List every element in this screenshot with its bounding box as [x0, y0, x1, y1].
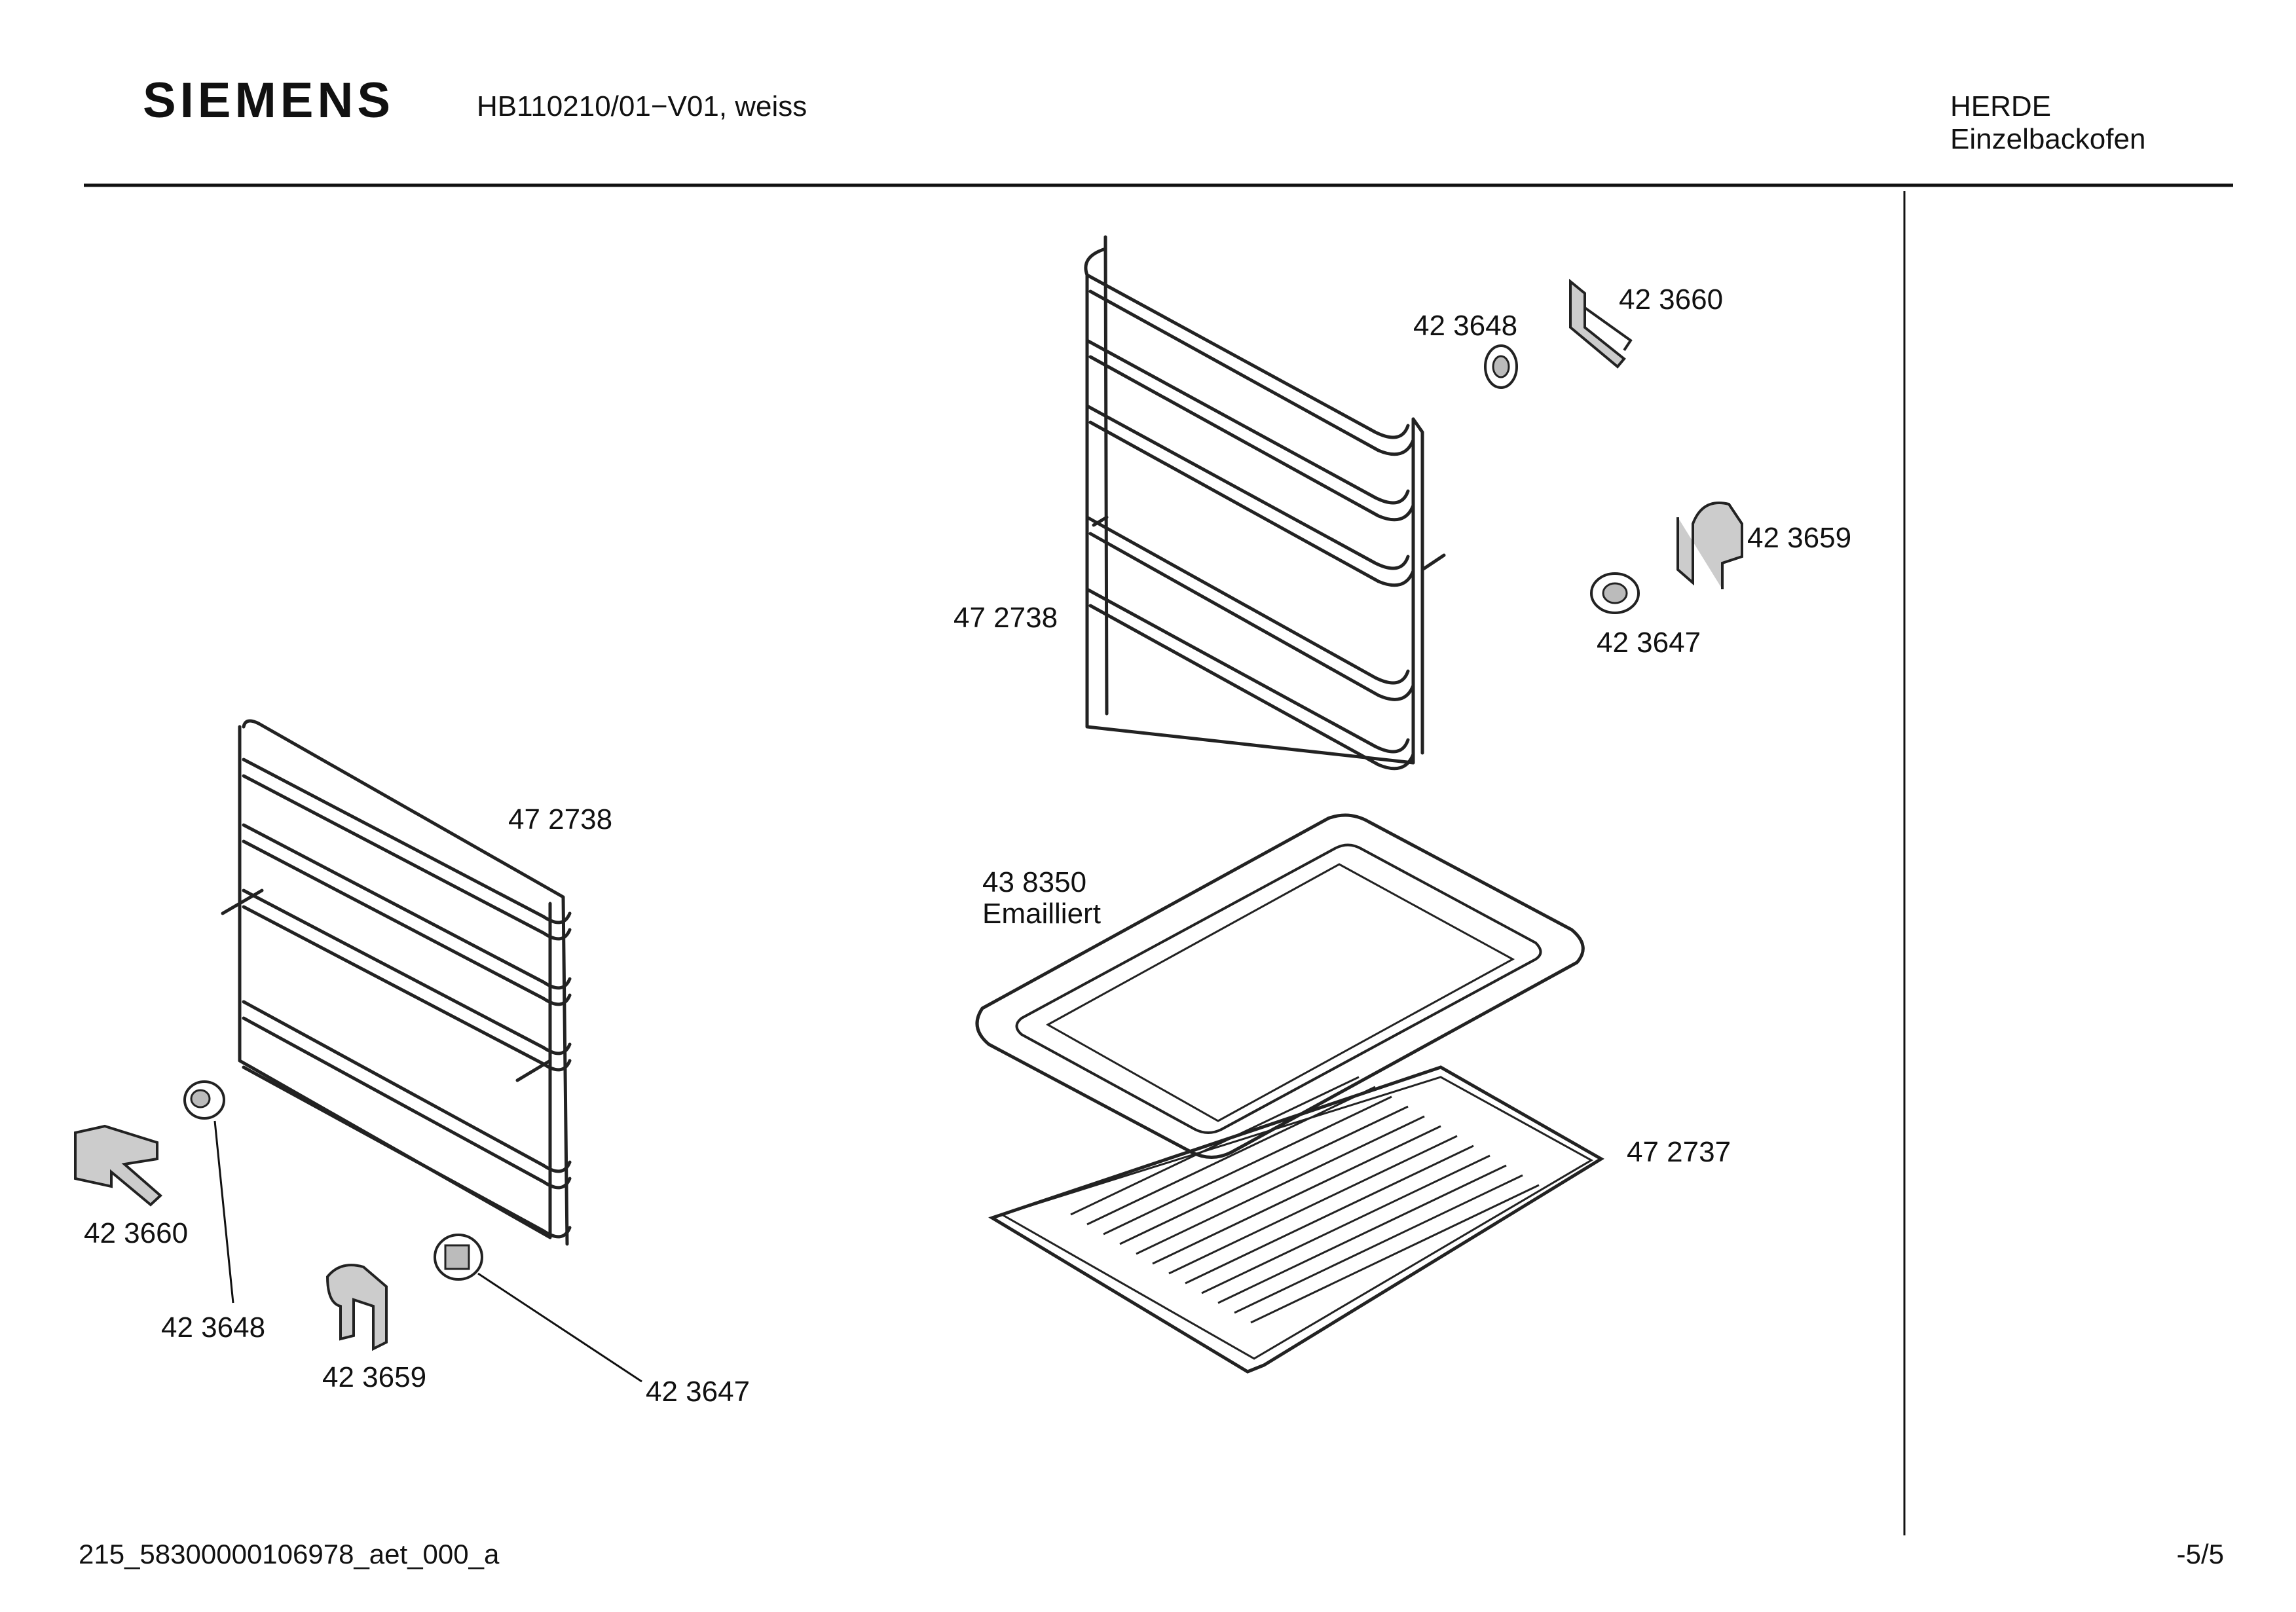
- clip-nut-right: [1590, 572, 1640, 614]
- part-label-tray-finish: Emailliert: [982, 898, 1101, 930]
- clip-small-top: [1484, 344, 1518, 389]
- page-number: -5/5: [2176, 1539, 2224, 1569]
- document-id: 215_58300000106978_aet_000_a: [79, 1539, 500, 1569]
- part-label-clip-bracket-left: 42 3660: [84, 1217, 188, 1249]
- part-label-clip-nut-left: 42 3647: [646, 1376, 750, 1408]
- part-label-clip-nut-right: 42 3647: [1597, 627, 1701, 659]
- part-label-clip-small-top: 42 3648: [1413, 310, 1517, 342]
- part-label-clip-bracket-top: 42 3660: [1619, 284, 1723, 316]
- baking-tray: [975, 813, 1585, 1159]
- clip-bracket-top: [1569, 278, 1633, 369]
- clip-small-left: [183, 1080, 225, 1120]
- leader-clip-nut-left: [477, 1272, 642, 1383]
- grid-shelf: [988, 1065, 1604, 1374]
- subcategory-label: Einzelbackofen: [1950, 123, 2146, 155]
- part-label-clip-hook-left: 42 3659: [322, 1361, 426, 1393]
- side-rack-upper: [1084, 235, 1446, 771]
- side-rack-lower: [221, 719, 572, 1246]
- part-label-clip-small-left: 42 3648: [161, 1311, 265, 1344]
- category-label: HERDE: [1950, 90, 2052, 122]
- clip-hook-right: [1676, 502, 1743, 589]
- part-label-rack-lower: 47 2738: [508, 803, 612, 835]
- clip-nut-left: [434, 1234, 483, 1281]
- part-label-clip-hook-right: 42 3659: [1747, 522, 1851, 554]
- part-label-grid-shelf: 47 2737: [1627, 1136, 1731, 1168]
- leader-clip-small-left: [213, 1120, 234, 1304]
- part-label-tray-number: 43 8350: [982, 866, 1086, 898]
- clip-bracket-left: [74, 1124, 162, 1207]
- brand-logo: SIEMENS: [143, 73, 395, 128]
- part-label-rack-upper: 47 2738: [954, 602, 1058, 634]
- clip-hook-left: [325, 1264, 388, 1351]
- model-number: HB110210/01−V01, weiss: [477, 90, 807, 122]
